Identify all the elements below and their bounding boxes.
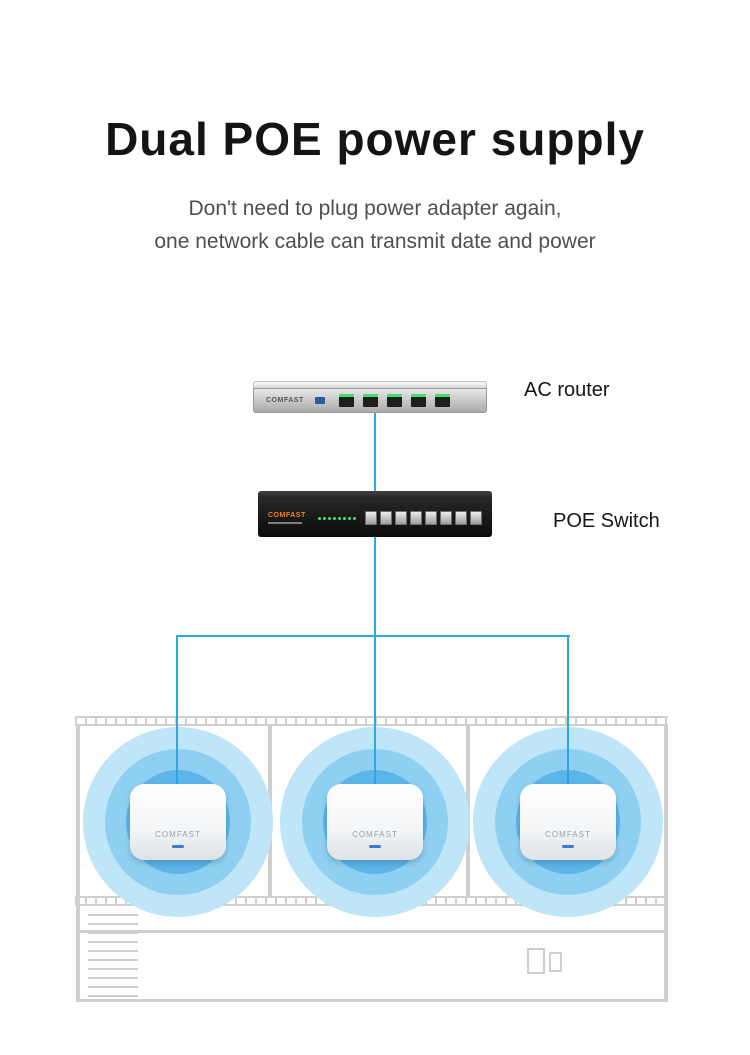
router-top-face	[253, 381, 487, 388]
switch-ethernet-port	[410, 511, 422, 525]
switch-front-panel: COMFAST	[258, 499, 492, 537]
building-wall-left	[76, 726, 80, 1002]
building-ceiling-slab	[75, 716, 668, 726]
access-point-device: COMFAST	[130, 784, 226, 860]
switch-ethernet-port	[365, 511, 377, 525]
access-point-device: COMFAST	[520, 784, 616, 860]
switch-ethernet-port	[425, 511, 437, 525]
ap-brand-label: COMFAST	[545, 830, 591, 839]
page-title: Dual POE power supply	[105, 113, 645, 165]
building-radiator	[88, 914, 138, 1000]
switch-brand-label: COMFAST	[268, 512, 306, 519]
switch-ethernet-port	[440, 511, 452, 525]
ac-router-label: AC router	[524, 379, 610, 401]
router-front-panel: COMFAST	[253, 388, 487, 413]
switch-model-text	[268, 522, 302, 524]
subtitle-line-2: one network cable can transmit date and …	[154, 230, 596, 253]
led-indicator	[352, 516, 356, 520]
ap-status-led	[369, 845, 381, 848]
switch-ethernet-port	[455, 511, 467, 525]
ac-router-device: COMFAST	[253, 381, 487, 413]
led-indicator	[337, 516, 341, 520]
led-indicator	[322, 516, 326, 520]
router-ethernet-port	[434, 394, 450, 407]
ap-status-led	[562, 845, 574, 848]
router-ethernet-port	[386, 394, 402, 407]
switch-ethernet-port	[470, 511, 482, 525]
router-ethernet-port	[410, 394, 426, 407]
router-ethernet-port	[338, 394, 354, 407]
ap-brand-label: COMFAST	[352, 830, 398, 839]
led-indicator	[332, 516, 336, 520]
switch-top-face	[258, 491, 492, 499]
switch-port-row	[365, 511, 482, 525]
router-usb-port	[314, 397, 325, 404]
router-brand-label: COMFAST	[266, 397, 304, 404]
cable-drop-left	[176, 635, 178, 792]
poe-switch-device: COMFAST	[258, 491, 492, 537]
switch-status-leds	[317, 516, 356, 520]
ap-brand-label: COMFAST	[155, 830, 201, 839]
building-wall-right	[664, 726, 668, 1002]
building-utility-box	[549, 952, 562, 972]
led-indicator	[327, 516, 331, 520]
subtitle-line-1: Don't need to plug power adapter again,	[188, 197, 562, 220]
ap-status-led	[172, 845, 184, 848]
router-ethernet-port	[362, 394, 378, 407]
led-indicator	[317, 516, 321, 520]
subtitle: Don't need to plug power adapter again, …	[0, 192, 750, 258]
switch-ethernet-port	[380, 511, 392, 525]
switch-brand-block: COMFAST	[268, 512, 306, 524]
cable-branch-horizontal	[176, 635, 570, 637]
cable-router-to-switch	[374, 412, 376, 494]
access-point-device: COMFAST	[327, 784, 423, 860]
led-indicator	[347, 516, 351, 520]
building-base-line	[78, 999, 664, 1002]
cable-trunk	[374, 536, 376, 792]
building-utility-box	[527, 948, 545, 974]
poe-switch-label: POE Switch	[553, 510, 660, 532]
cable-drop-right	[567, 635, 569, 792]
led-indicator	[342, 516, 346, 520]
switch-ethernet-port	[395, 511, 407, 525]
building-beam-line	[78, 930, 664, 933]
